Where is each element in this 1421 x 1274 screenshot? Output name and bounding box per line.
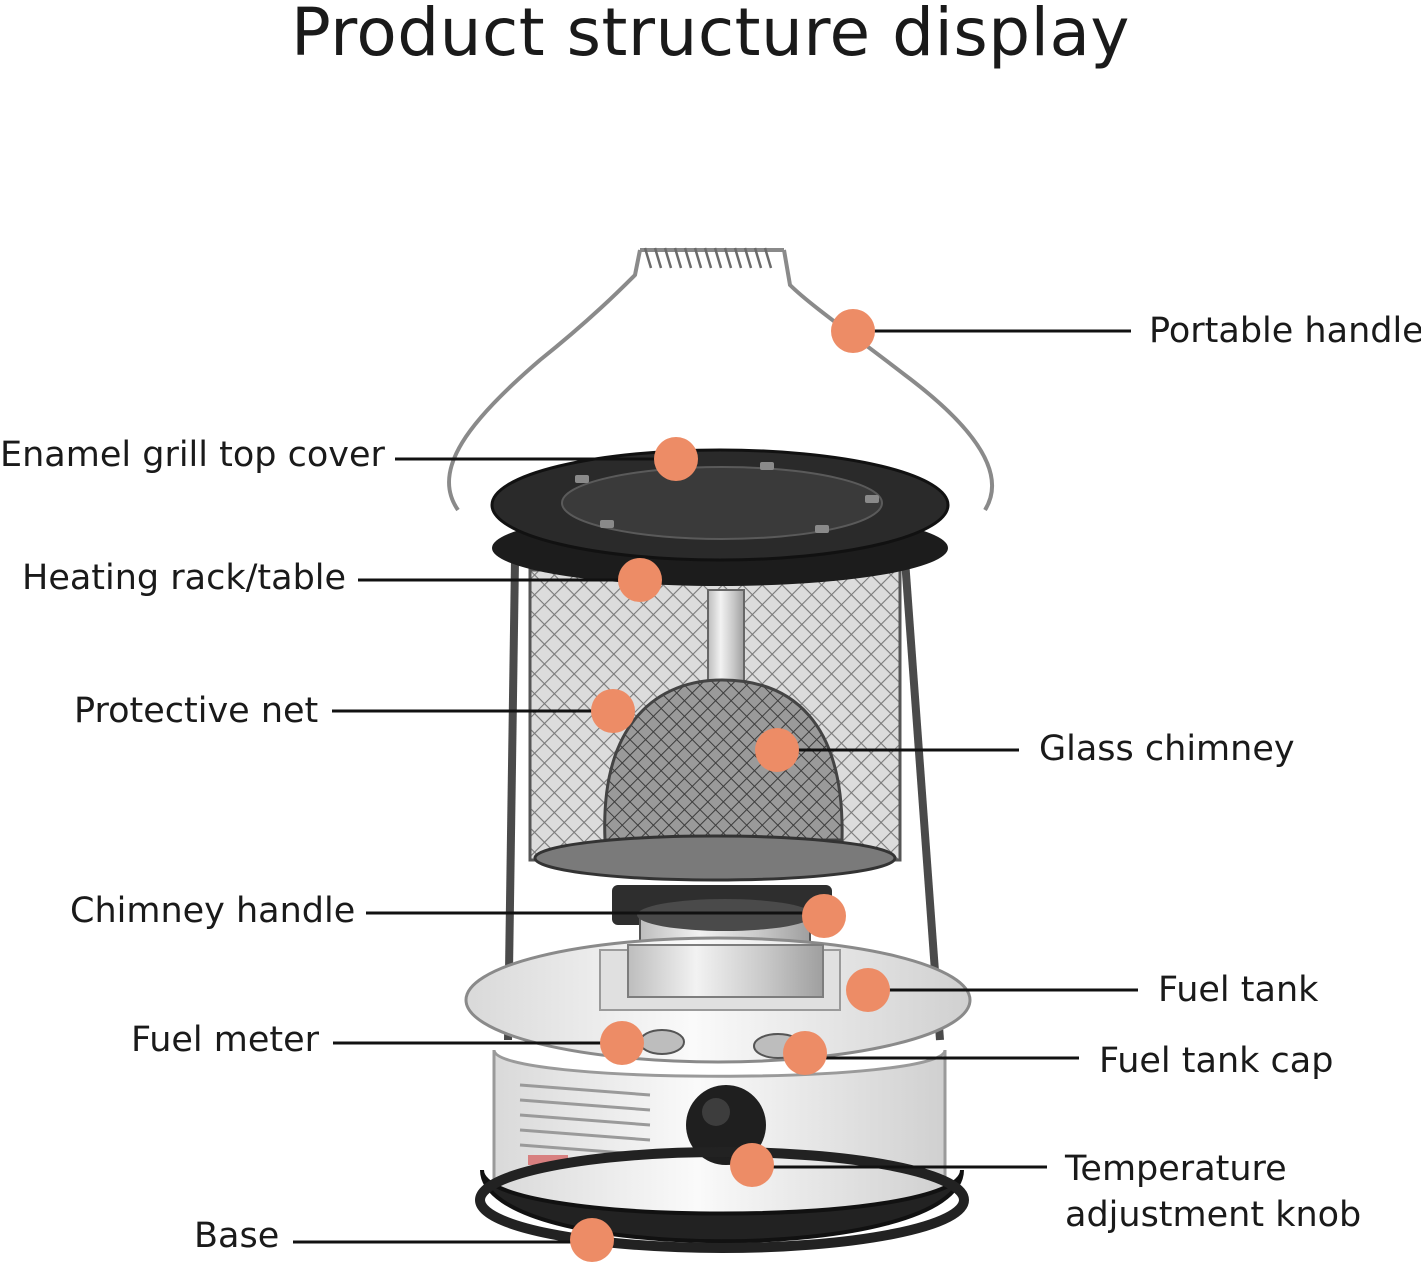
label-temperature-line1: Temperature (1065, 1149, 1287, 1189)
label-temperature-line2: adjustment knob (1065, 1195, 1362, 1235)
label-chimney-handle: Chimney handle (70, 891, 356, 931)
label-heating-rack-table: Heating rack/table (22, 558, 347, 598)
marker-chimney-handle (802, 894, 846, 938)
marker-temperature-knob (730, 1143, 774, 1187)
portable-handle-wire (447, 248, 994, 512)
page-title: Product structure display (291, 0, 1130, 71)
label-fuel-tank-cap: Fuel tank cap (1099, 1041, 1334, 1081)
label-base: Base (194, 1216, 280, 1256)
label-fuel-tank: Fuel tank (1158, 970, 1319, 1010)
label-glass-chimney: Glass chimney (1039, 729, 1295, 769)
marker-glass-chimney (755, 728, 799, 772)
label-enamel-grill-top-cover: Enamel grill top cover (0, 435, 385, 475)
marker-fuel-tank-cap (783, 1031, 827, 1075)
marker-fuel-tank (846, 968, 890, 1012)
label-temperature-adjustment-knob: Temperature adjustment knob (1065, 1146, 1395, 1238)
label-portable-handle: Portable handle (1149, 311, 1421, 351)
frame-rods (504, 559, 944, 1041)
marker-protective-net (591, 689, 635, 733)
leader-lines (293, 329, 1138, 1244)
marker-base (570, 1218, 614, 1262)
marker-enamel-top-cover (654, 437, 698, 481)
glass-chimney-globe (603, 678, 844, 842)
marker-heating-rack (618, 558, 662, 602)
label-fuel-meter: Fuel meter (131, 1020, 320, 1060)
marker-fuel-meter (600, 1021, 644, 1065)
warning-label (519, 1083, 651, 1157)
label-protective-net: Protective net (74, 691, 319, 731)
handle-spring (643, 247, 773, 269)
callout-markers (570, 309, 890, 1262)
marker-portable-handle (831, 309, 875, 353)
